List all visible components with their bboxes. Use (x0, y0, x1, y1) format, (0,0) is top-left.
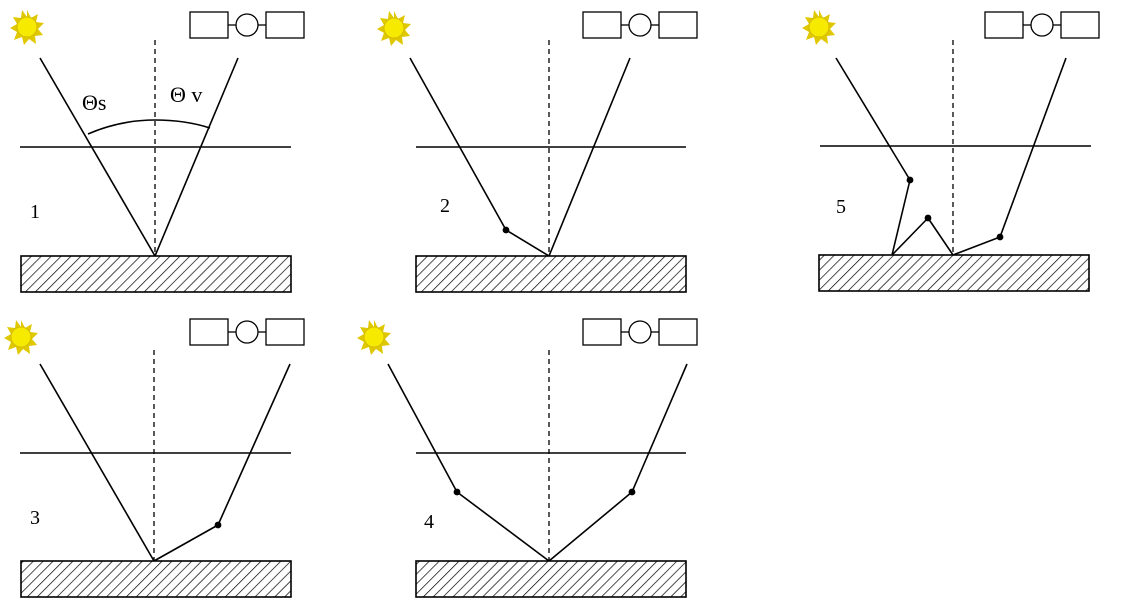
scattering-point (628, 488, 636, 496)
hatched-surface (415, 255, 687, 293)
incident-ray (409, 57, 507, 231)
panel-number: 2 (440, 195, 450, 217)
sun-icon (357, 320, 391, 355)
panel-number: 5 (836, 196, 846, 218)
reflected-ray (631, 363, 688, 493)
scattered-ray (456, 491, 550, 562)
panel-number: 1 (30, 201, 40, 223)
reflected-ray (217, 363, 291, 526)
surface-reflected-ray (952, 236, 1001, 256)
sun-zenith-label: Θs (82, 90, 106, 115)
scattered-ray (505, 229, 550, 257)
reflected-ray (548, 57, 631, 257)
scattering-point (906, 176, 914, 184)
satellite-icon (582, 11, 698, 39)
scattering-point (996, 233, 1004, 241)
sun-icon (4, 320, 38, 355)
surface-reflected-ray (153, 524, 219, 562)
scattered-ray (927, 217, 954, 256)
panel-number: 4 (424, 511, 434, 533)
panel-2: 2 (377, 11, 698, 293)
hatched-surface (415, 560, 687, 598)
hatched-surface (818, 254, 1090, 292)
sun-zenith-arc (87, 119, 156, 135)
satellite-icon (582, 318, 698, 346)
satellite-icon (984, 11, 1100, 39)
sun-icon (802, 10, 836, 45)
incident-ray (835, 57, 911, 181)
satellite-icon (189, 318, 305, 346)
hatched-surface (20, 560, 292, 598)
satellite-icon (189, 11, 305, 39)
scattering-point (214, 521, 222, 529)
incident-ray (39, 57, 156, 257)
hatched-surface (20, 255, 292, 293)
scattered-ray (891, 179, 911, 256)
panel-number: 3 (30, 507, 40, 529)
panel-3: 3 (4, 318, 305, 598)
scattering-point (453, 488, 461, 496)
sun-icon (10, 10, 44, 45)
panel-4: 4 (357, 318, 698, 598)
incident-ray (39, 363, 155, 562)
sun-icon (377, 11, 411, 46)
panel-5: 5 (802, 10, 1100, 292)
surface-reflected-ray (891, 217, 929, 256)
incident-ray (387, 363, 458, 493)
view-zenith-label: Θ v (170, 82, 202, 107)
reflected-ray (154, 57, 239, 257)
scattering-point (502, 226, 510, 234)
panel-1: Θs Θ v 1 (10, 10, 305, 293)
scattering-point (924, 214, 932, 222)
view-zenith-arc (154, 119, 211, 129)
reflected-ray (999, 57, 1067, 238)
surface-reflected-ray (548, 491, 633, 562)
